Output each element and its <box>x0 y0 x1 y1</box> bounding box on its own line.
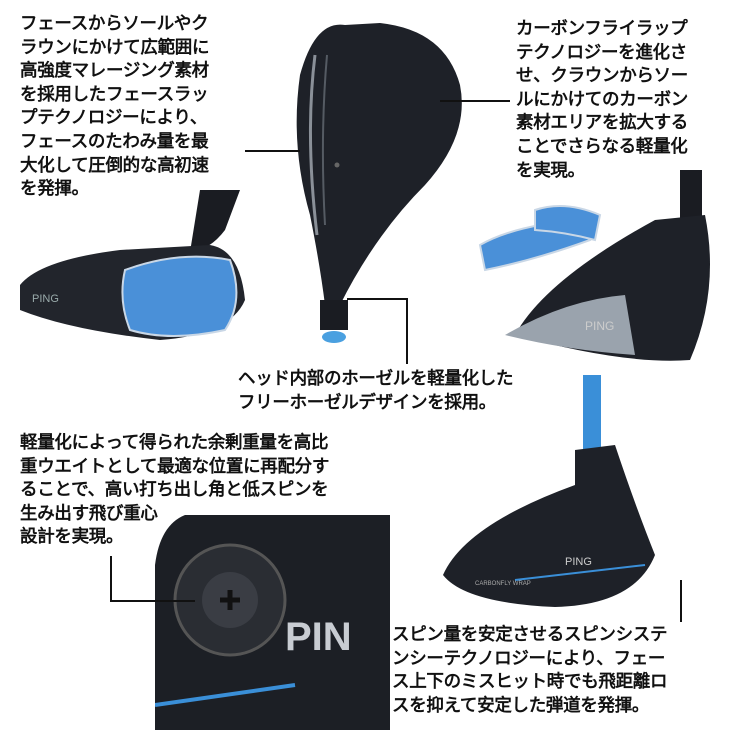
svg-text:PIN: PIN <box>285 615 352 659</box>
text-line: ス上下のミスヒット時でも飛距離ロ <box>392 672 668 693</box>
text-line: を実現。 <box>516 160 585 181</box>
text-line: を発揮。 <box>20 179 89 200</box>
text-line: ることで、高い打ち出し角と低スピンを <box>20 480 329 501</box>
svg-text:CARBONFLY WRAP: CARBONFLY WRAP <box>475 581 531 587</box>
text-line: ヘッド内部のホーゼルを軽量化した <box>238 369 514 389</box>
svg-text:PING: PING <box>565 556 592 568</box>
text-line: 高強度マレージング素材 <box>20 61 209 82</box>
callout-free-hosel: ヘッド内部のホーゼルを軽量化した フリーホーゼルデザインを採用。 <box>238 368 514 415</box>
text-line: せ、クラウンからソー <box>516 66 688 87</box>
connector-line-hosel-h <box>347 298 407 300</box>
text-line: ルにかけてのカーボン <box>516 89 688 110</box>
callout-face-wrap: フェースからソールやク ラウンにかけて広範囲に 高強度マレージング素材 を採用し… <box>20 13 210 202</box>
svg-text:PING: PING <box>585 319 614 333</box>
text-line: を採用したフェースラッ <box>20 84 209 105</box>
text-line: テクノロジーを進化さ <box>516 42 687 63</box>
connector-line-hosel-v <box>406 298 408 364</box>
svg-text:PING: PING <box>32 293 59 305</box>
connector-line-face <box>245 150 300 152</box>
text-line: 重ウエイトとして最適な位置に再配分す <box>20 456 330 477</box>
text-line: ことでさらなる軽量化 <box>516 136 688 157</box>
hybrid-face-image: PING <box>20 190 245 340</box>
connector-line-spin <box>680 580 682 622</box>
hybrid-crown-image <box>296 23 462 343</box>
text-line: ラウンにかけて広範囲に <box>20 37 210 58</box>
text-line: フリーホーゼルデザインを採用。 <box>238 392 496 413</box>
text-line: プテクノロジーにより、 <box>20 108 208 129</box>
hybrid-side-image: PING CARBONFLY WRAP <box>443 375 655 607</box>
connector-line-weight-v <box>110 556 112 601</box>
text-line: 生み出す飛び重心 <box>20 503 158 524</box>
callout-spin-sistency: スピン量を安定させるスピンシステ ンシーテクノロジーにより、フェー ス上下のミス… <box>392 624 668 718</box>
hybrid-sole-cutaway-image: PING <box>478 170 710 361</box>
text-line: カーボンフライラップ <box>516 19 688 39</box>
connector-line-carbon <box>440 100 510 102</box>
text-line: 大化して圧倒的な高初速 <box>20 155 209 176</box>
text-line: 設計を実現。 <box>20 527 124 548</box>
text-line: スピン量を安定させるスピンシステ <box>392 625 668 645</box>
text-line: 素材エリアを拡大する <box>516 113 688 134</box>
callout-weight: 軽量化によって得られた余剰重量を高比 重ウエイトとして最適な位置に再配分す るこ… <box>20 432 329 550</box>
text-line: 軽量化によって得られた余剰重量を高比 <box>20 433 329 453</box>
text-line: フェースのたわみ量を最 <box>20 131 209 152</box>
callout-carbon-fly-wrap: カーボンフライラップ テクノロジーを進化さ せ、クラウンからソー ルにかけてのカ… <box>516 18 688 183</box>
text-line: ンシーテクノロジーにより、フェー <box>392 648 666 669</box>
text-line: スを抑えて安定した弾道を発揮。 <box>392 695 650 716</box>
connector-line-weight-h <box>110 600 195 602</box>
text-line: フェースからソールやク <box>20 14 209 34</box>
